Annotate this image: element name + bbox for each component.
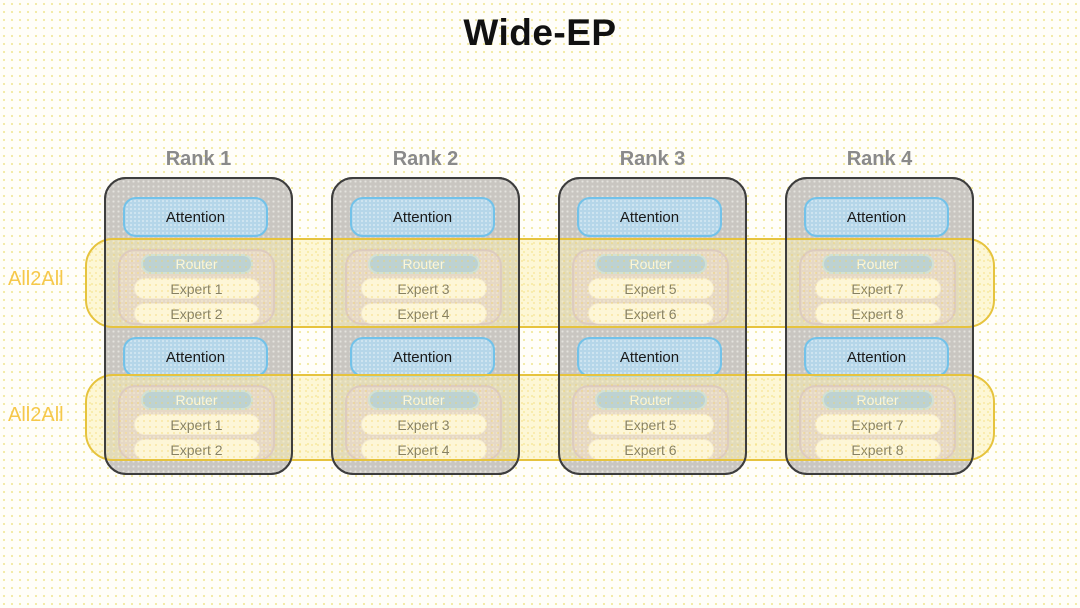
- rank-2-label: Rank 2: [392, 148, 459, 170]
- router-block: Router: [594, 390, 707, 410]
- expert-block: Expert 4: [360, 303, 487, 324]
- router-block: Router: [594, 254, 707, 274]
- expert-group: Router Expert 3 Expert 4: [345, 385, 502, 461]
- attention-block: Attention: [123, 197, 268, 237]
- expert-block: Expert 2: [133, 439, 260, 460]
- router-block: Router: [367, 254, 480, 274]
- router-block: Router: [140, 254, 253, 274]
- expert-block: Expert 7: [814, 414, 941, 435]
- expert-block: Expert 6: [587, 303, 714, 324]
- router-block: Router: [821, 390, 934, 410]
- expert-block: Expert 8: [814, 303, 941, 324]
- rank-1-box: Attention Router Expert 1 Expert 2 Atten…: [104, 177, 293, 475]
- router-block: Router: [821, 254, 934, 274]
- expert-block: Expert 2: [133, 303, 260, 324]
- router-block: Router: [367, 390, 480, 410]
- expert-group: Router Expert 5 Expert 6: [572, 385, 729, 461]
- expert-block: Expert 1: [133, 278, 260, 299]
- expert-block: Expert 5: [587, 278, 714, 299]
- diagram-title: Wide-EP: [463, 12, 617, 53]
- all2all-label-top: All2All: [8, 268, 64, 290]
- expert-block: Expert 7: [814, 278, 941, 299]
- attention-block: Attention: [804, 337, 949, 377]
- all2all-label-bottom: All2All: [8, 404, 64, 426]
- expert-block: Expert 8: [814, 439, 941, 460]
- expert-block: Expert 6: [587, 439, 714, 460]
- attention-block: Attention: [350, 197, 495, 237]
- expert-block: Expert 1: [133, 414, 260, 435]
- expert-block: Expert 5: [587, 414, 714, 435]
- expert-group: Router Expert 5 Expert 6: [572, 249, 729, 325]
- expert-group: Router Expert 3 Expert 4: [345, 249, 502, 325]
- router-block: Router: [140, 390, 253, 410]
- attention-block: Attention: [577, 337, 722, 377]
- expert-group: Router Expert 1 Expert 2: [118, 249, 275, 325]
- expert-group: Router Expert 7 Expert 8: [799, 385, 956, 461]
- expert-group: Router Expert 7 Expert 8: [799, 249, 956, 325]
- rank-4-label: Rank 4: [846, 148, 913, 170]
- attention-block: Attention: [123, 337, 268, 377]
- rank-2-box: Attention Router Expert 3 Expert 4 Atten…: [331, 177, 520, 475]
- attention-block: Attention: [577, 197, 722, 237]
- rank-1-label: Rank 1: [165, 148, 232, 170]
- rank-3-box: Attention Router Expert 5 Expert 6 Atten…: [558, 177, 747, 475]
- attention-block: Attention: [804, 197, 949, 237]
- expert-group: Router Expert 1 Expert 2: [118, 385, 275, 461]
- expert-block: Expert 3: [360, 278, 487, 299]
- expert-block: Expert 3: [360, 414, 487, 435]
- rank-3-label: Rank 3: [619, 148, 686, 170]
- expert-block: Expert 4: [360, 439, 487, 460]
- rank-4-box: Attention Router Expert 7 Expert 8 Atten…: [785, 177, 974, 475]
- attention-block: Attention: [350, 337, 495, 377]
